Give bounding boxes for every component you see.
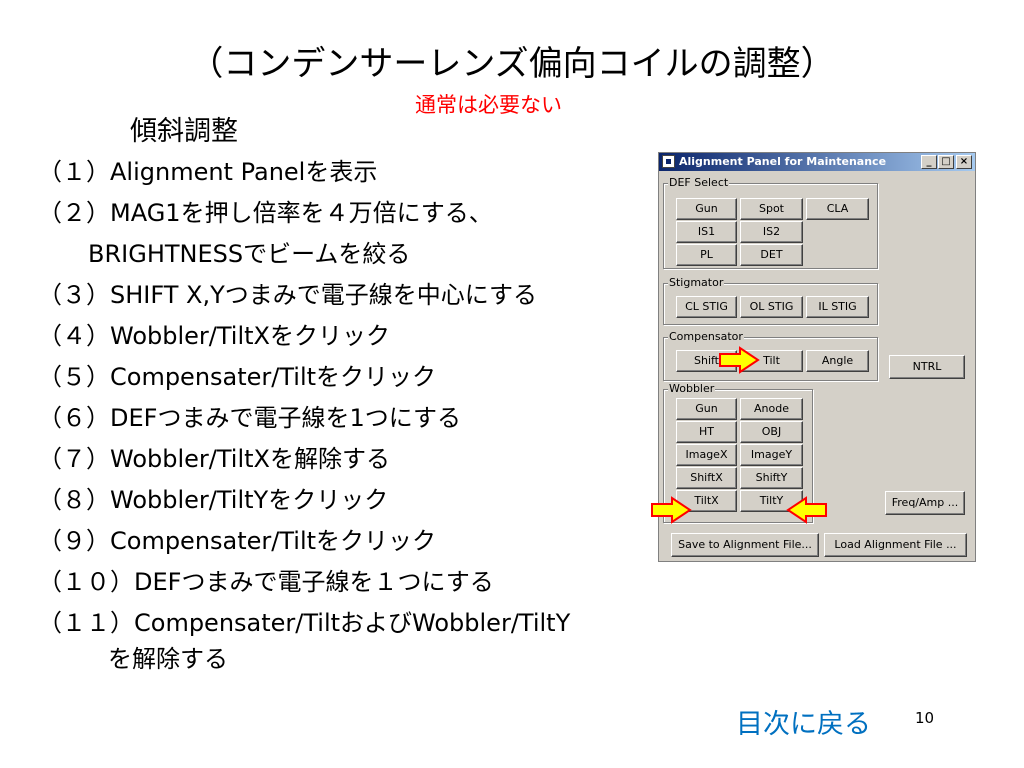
def-select-group: DEF Select Gun Spot CLA IS1 IS2 PL DET [663, 176, 878, 269]
cl-stig-button[interactable]: CL STIG [676, 296, 737, 318]
def-gun-button[interactable]: Gun [676, 198, 737, 220]
def-det-button[interactable]: DET [740, 244, 803, 266]
wobbler-imagey-button[interactable]: ImageY [740, 444, 803, 466]
app-icon [662, 155, 675, 168]
alignment-panel-window: Alignment Panel for Maintenance _ □ × DE… [658, 152, 976, 562]
step-item: （９）Compensater/Tiltをクリック [38, 527, 437, 555]
slide-title: （コンデンサーレンズ偏向コイルの調整） [189, 44, 835, 84]
step-item: （１）Alignment Panelを表示 [38, 158, 378, 186]
step-item: （１０）DEFつまみで電子線を１つにする [38, 568, 494, 596]
window-title: Alignment Panel for Maintenance [679, 155, 887, 168]
def-pl-button[interactable]: PL [676, 244, 737, 266]
compensator-tilt-button[interactable]: Tilt [740, 350, 803, 372]
step-item: BRIGHTNESSでビームを絞る [88, 240, 411, 268]
wobbler-ht-button[interactable]: HT [676, 421, 737, 443]
arrow-right-icon [651, 496, 692, 524]
window-titlebar: Alignment Panel for Maintenance _ □ × [659, 153, 975, 171]
wobbler-tiltx-button[interactable]: TiltX [676, 490, 737, 512]
ol-stig-button[interactable]: OL STIG [740, 296, 803, 318]
def-select-label: DEF Select [668, 176, 730, 190]
il-stig-button[interactable]: IL STIG [806, 296, 869, 318]
toc-link[interactable]: 目次に戻る [736, 709, 871, 740]
wobbler-imagex-button[interactable]: ImageX [676, 444, 737, 466]
step-item: （６）DEFつまみで電子線を1つにする [38, 404, 461, 432]
save-alignment-button[interactable]: Save to Alignment File... [671, 533, 819, 557]
step-item: （１１）Compensater/TiltおよびWobbler/TiltY [38, 609, 571, 637]
wobbler-shiftx-button[interactable]: ShiftX [676, 467, 737, 489]
minimize-button[interactable]: _ [921, 155, 937, 169]
wobbler-group: Wobbler Gun Anode HT OBJ ImageX ImageY S… [663, 382, 813, 523]
def-spot-button[interactable]: Spot [740, 198, 803, 220]
section-heading: 傾斜調整 [130, 116, 238, 147]
step-item: （２）MAG1を押し倍率を４万倍にする、 [38, 199, 493, 227]
def-is2-button[interactable]: IS2 [740, 221, 803, 243]
compensator-group: Compensator Shift Tilt Angle [663, 330, 878, 381]
wobbler-anode-button[interactable]: Anode [740, 398, 803, 420]
wobbler-gun-button[interactable]: Gun [676, 398, 737, 420]
arrow-right-icon [719, 346, 760, 374]
step-item: を解除する [108, 645, 228, 673]
def-is1-button[interactable]: IS1 [676, 221, 737, 243]
freq-amp-button[interactable]: Freq/Amp ... [885, 491, 965, 515]
maximize-button[interactable]: □ [938, 155, 954, 169]
def-cla-button[interactable]: CLA [806, 198, 869, 220]
arrow-left-icon [786, 496, 827, 524]
wobbler-tilty-button[interactable]: TiltY [740, 490, 803, 512]
ntrl-button[interactable]: NTRL [889, 355, 965, 379]
wobbler-obj-button[interactable]: OBJ [740, 421, 803, 443]
compensator-angle-button[interactable]: Angle [806, 350, 869, 372]
step-item: （５）Compensater/Tiltをクリック [38, 363, 437, 391]
wobbler-shifty-button[interactable]: ShiftY [740, 467, 803, 489]
step-item: （４）Wobbler/TiltXをクリック [38, 322, 390, 350]
stigmator-group: Stigmator CL STIG OL STIG IL STIG [663, 276, 878, 325]
load-alignment-button[interactable]: Load Alignment File ... [824, 533, 967, 557]
page-number: 10 [915, 709, 935, 727]
step-list: （１）Alignment Panelを表示 （２）MAG1を押し倍率を４万倍にす… [38, 152, 570, 674]
stigmator-label: Stigmator [668, 276, 725, 290]
step-item: （７）Wobbler/TiltXを解除する [38, 445, 390, 473]
wobbler-label: Wobbler [668, 382, 716, 396]
step-item: （８）Wobbler/TiltYをクリック [38, 486, 389, 514]
step-item: （３）SHIFT X,Yつまみで電子線を中心にする [38, 281, 538, 309]
close-button[interactable]: × [956, 155, 972, 169]
compensator-label: Compensator [668, 330, 744, 344]
slide-subtitle: 通常は必要ない [415, 93, 562, 117]
